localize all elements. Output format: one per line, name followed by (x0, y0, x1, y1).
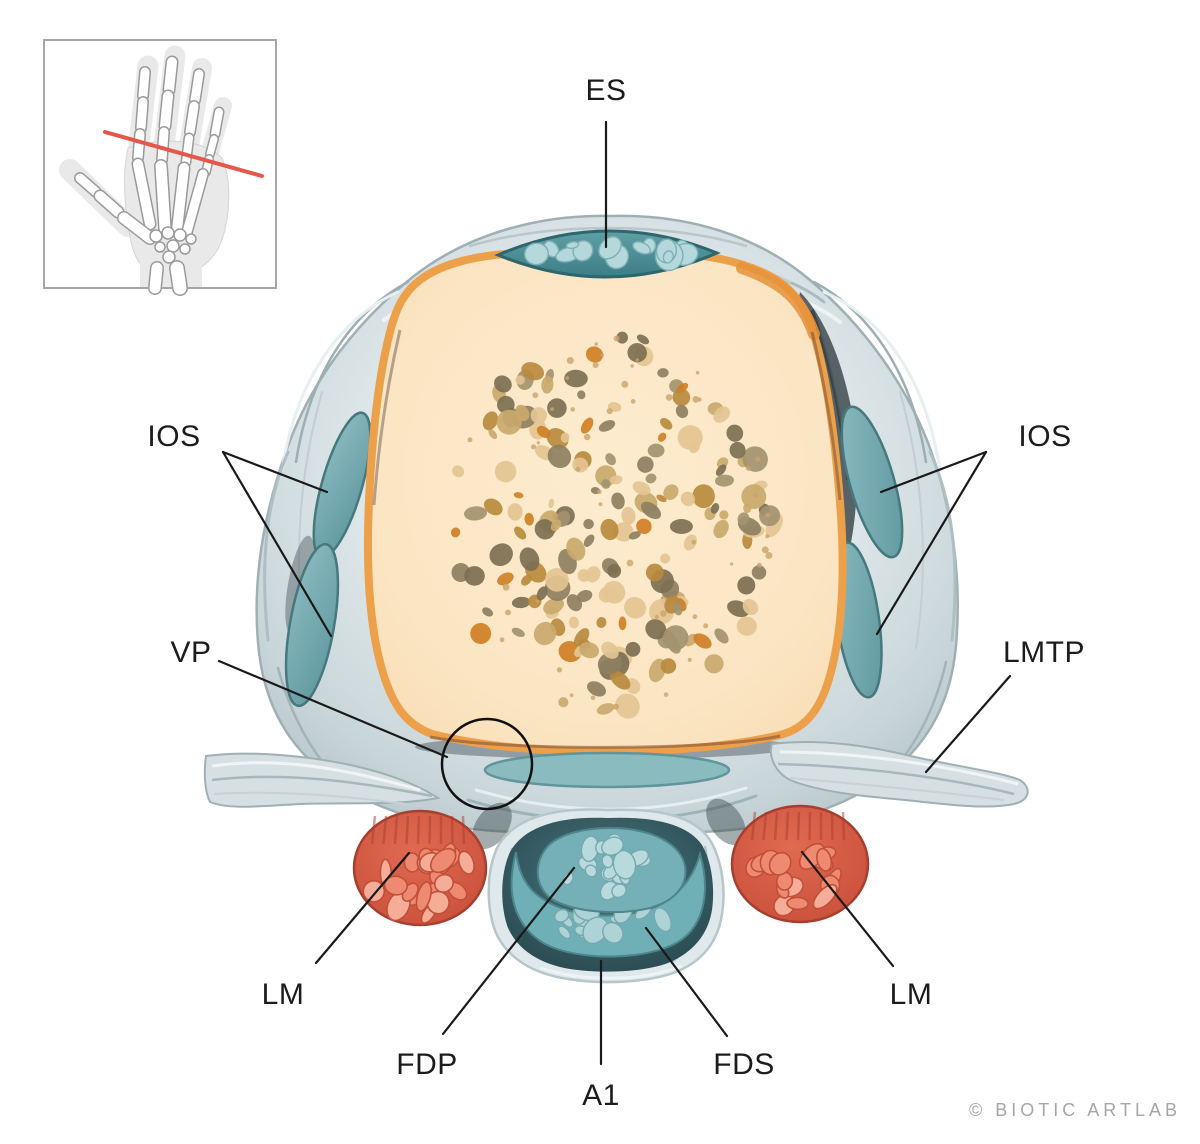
label-a1: A1 (582, 1079, 620, 1112)
ios-muscles (284, 405, 904, 708)
lmtp-leader-line (924, 674, 1012, 774)
lm-left-leader-line (314, 851, 411, 965)
fds-leader-line (644, 926, 729, 1038)
label-es: ES (585, 74, 627, 107)
fdp-leader-line (441, 866, 576, 1036)
lm-left-fascicles (362, 815, 475, 924)
annotation-circle (440, 717, 534, 811)
label-fdp: FDP (396, 1048, 458, 1081)
metacarpal-bone (363, 248, 847, 756)
trabecular-bone-texture (450, 331, 783, 719)
ios-left-leader-a (221, 450, 329, 494)
lmtp-band-left (203, 752, 441, 808)
lm-muscle-right (730, 804, 870, 924)
lm-muscle-left (352, 809, 488, 927)
label-fds: FDS (713, 1048, 775, 1081)
vp-volar-plate (483, 751, 731, 789)
ios-muscle-left-lower (284, 542, 340, 708)
label-ios-right: IOS (1018, 420, 1072, 453)
fdp-tendon (536, 826, 687, 914)
cross-section-illustration (203, 214, 1029, 984)
lm-right-leader-line (800, 850, 895, 968)
label-lm-right: LM (889, 978, 933, 1011)
ios-right-leader-a (879, 450, 988, 494)
label-vp: VP (170, 636, 212, 669)
label-lmtp: LMTP (1002, 636, 1086, 669)
label-ios-left: IOS (147, 420, 201, 453)
fdp-fascicles (562, 833, 652, 901)
artist-credit: © BIOTIC ARTLAB (969, 1100, 1181, 1120)
flexor-sheath (487, 808, 725, 984)
leader-lines (217, 120, 1012, 1066)
ios-left-leader-b (221, 450, 333, 638)
hand-inset (43, 39, 277, 296)
lm-right-fascicles (745, 811, 846, 917)
section-plane-line (103, 130, 264, 178)
lmtp-band-right (770, 740, 1029, 808)
label-lm-left: LM (261, 978, 305, 1011)
es-tendon-fascicles (524, 236, 699, 272)
es-tendon (494, 229, 721, 279)
ios-muscle-right-upper (840, 405, 904, 559)
ios-right-leader-b (875, 450, 988, 636)
vp-leader-line (217, 659, 449, 759)
hand-bones (74, 55, 225, 296)
